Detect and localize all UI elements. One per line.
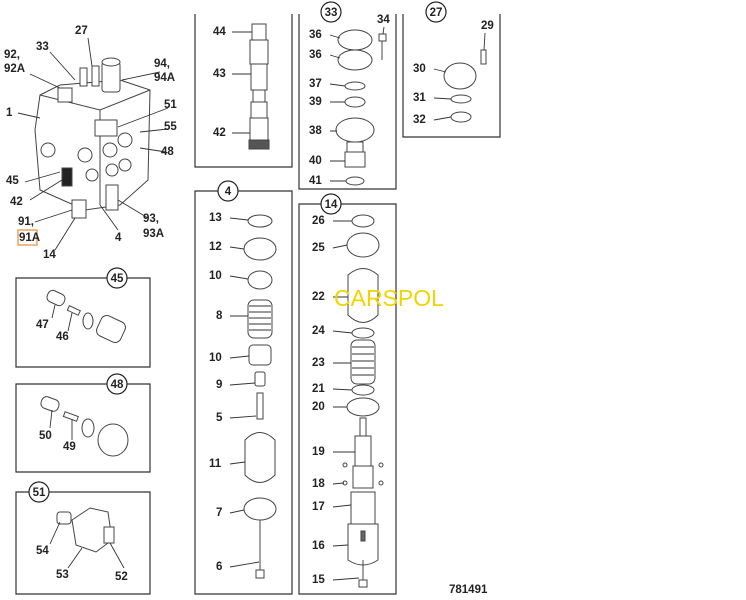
label-13: 13 — [209, 212, 222, 224]
label-16: 16 — [312, 540, 325, 552]
label-38: 38 — [309, 125, 322, 137]
label-21: 21 — [312, 383, 325, 395]
label-91: 91, — [18, 216, 34, 228]
label-26: 26 — [312, 215, 325, 227]
callout-33: 33 — [325, 7, 338, 19]
label-9: 9 — [216, 379, 222, 391]
label-42: 42 — [10, 196, 23, 208]
label-15: 15 — [312, 574, 325, 586]
label-34: 34 — [377, 14, 390, 26]
label-92a: 92A — [4, 63, 25, 75]
label-1: 1 — [6, 107, 13, 119]
label-54: 54 — [36, 545, 49, 557]
label-17: 17 — [312, 501, 325, 513]
label-37: 37 — [309, 78, 322, 90]
label-94a: 94A — [154, 72, 175, 84]
label-22: 22 — [312, 291, 325, 303]
label-30: 30 — [413, 63, 426, 75]
label-10: 10 — [209, 352, 222, 364]
highlight-box — [17, 229, 38, 246]
box-27: 27 29 30 31 32 — [402, 1, 501, 138]
label-29: 29 — [481, 20, 494, 32]
box-14: 14 26 25 22 24 23 21 20 19 18 17 16 15 — [298, 193, 397, 595]
label-47: 47 — [36, 319, 49, 331]
label-45: 45 — [6, 175, 19, 187]
label-23: 23 — [312, 357, 325, 369]
main-valve-assembly: 27 33 92, 92A 94, 94A 1 51 55 48 45 42 9… — [4, 25, 177, 261]
reference-number: 781491 — [449, 584, 488, 596]
label-93: 93, — [143, 213, 159, 225]
watermark: CARSPOL — [334, 285, 444, 311]
label-40: 40 — [309, 155, 322, 167]
label-7: 7 — [216, 507, 222, 519]
label-14: 14 — [43, 249, 56, 261]
label-27: 27 — [75, 25, 88, 37]
label-51: 51 — [164, 99, 177, 111]
box-44-spool: 44 43 42 — [194, 14, 293, 168]
label-6: 6 — [216, 561, 222, 573]
label-91a: 91A — [19, 232, 40, 244]
box-33: 33 34 36 36 37 39 38 40 41 — [298, 1, 397, 190]
label-5: 5 — [216, 412, 223, 424]
label-42: 42 — [213, 127, 226, 139]
box-48: 48 50 49 — [15, 373, 151, 473]
label-44: 44 — [213, 26, 226, 38]
callout-27: 27 — [430, 7, 443, 19]
label-18: 18 — [312, 478, 325, 490]
label-8: 8 — [216, 310, 223, 322]
callout-45: 45 — [111, 273, 124, 285]
label-31: 31 — [413, 92, 426, 104]
label-48: 48 — [161, 146, 174, 158]
box-4: 4 13 12 10 8 10 9 5 11 7 6 — [194, 180, 293, 595]
label-43: 43 — [213, 68, 226, 80]
label-49: 49 — [63, 441, 76, 453]
label-52: 52 — [115, 571, 128, 583]
label-36: 36 — [309, 49, 322, 61]
label-50: 50 — [39, 430, 52, 442]
label-55: 55 — [164, 121, 177, 133]
callout-48: 48 — [111, 379, 124, 391]
label-10: 10 — [209, 270, 222, 282]
label-39: 39 — [309, 96, 322, 108]
label-36: 36 — [309, 29, 322, 41]
label-24: 24 — [312, 325, 325, 337]
label-20: 20 — [312, 401, 325, 413]
label-94: 94, — [154, 58, 170, 70]
callout-4: 4 — [225, 186, 232, 198]
callout-14: 14 — [325, 199, 338, 211]
box-51: 51 54 53 52 — [15, 481, 151, 595]
label-41: 41 — [309, 175, 322, 187]
box-45: 45 47 46 — [15, 267, 151, 368]
callout-51: 51 — [33, 487, 46, 499]
label-25: 25 — [312, 242, 325, 254]
label-53: 53 — [56, 569, 69, 581]
label-33: 33 — [36, 41, 49, 53]
label-12: 12 — [209, 241, 222, 253]
label-32: 32 — [413, 114, 426, 126]
label-46: 46 — [56, 331, 69, 343]
label-92: 92, — [4, 49, 20, 61]
label-4: 4 — [115, 232, 122, 244]
label-11: 11 — [209, 458, 222, 470]
label-19: 19 — [312, 446, 325, 458]
label-93a: 93A — [143, 228, 164, 240]
